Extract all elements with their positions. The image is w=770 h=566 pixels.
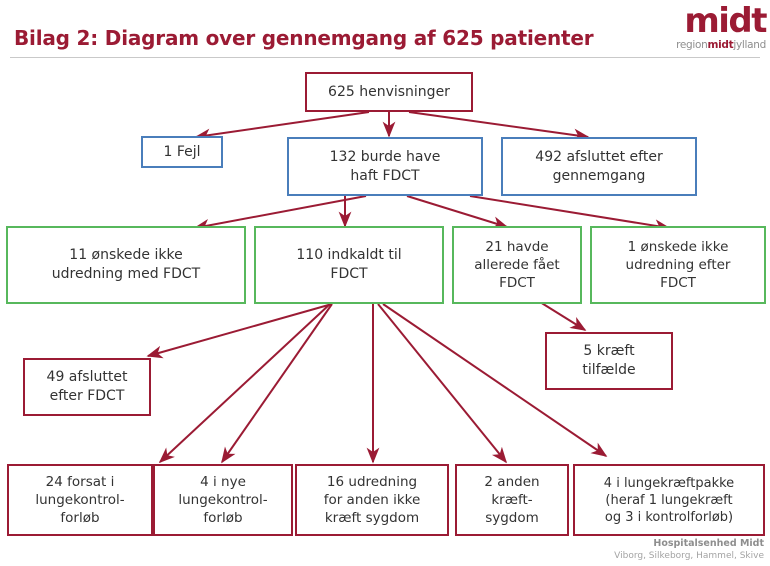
node-label-line-3: sygdom xyxy=(485,510,539,526)
node-label-line-2: udredning efter xyxy=(625,257,731,273)
node-label-line-1: 110 indkaldt til xyxy=(296,247,402,263)
node-label-line-1: 11 ønskede ikke xyxy=(69,247,183,263)
header-divider xyxy=(10,57,760,58)
edge-n7-n9 xyxy=(539,301,587,331)
node-11-oenskede-ikke-udredning-med-fdct[interactable]: 11 ønskede ikke udredning med FDCT xyxy=(6,226,246,304)
edge-n6-n14 xyxy=(377,303,508,464)
node-label-line-2: efter FDCT xyxy=(49,388,125,404)
edge-n6-n10 xyxy=(146,303,333,359)
node-21-havde-allerede-faaet-fdct[interactable]: 21 havde allerede fået FDCT xyxy=(452,226,582,304)
node-label-line-3: FDCT xyxy=(660,275,696,291)
node-label-line-3: forløb xyxy=(60,510,100,526)
logo-subtitle-highlight: midt xyxy=(707,39,734,51)
node-label-line-2: allerede fået xyxy=(474,257,560,273)
edge-n1-n2 xyxy=(194,111,370,142)
node-5-kraeft-tilfaelde[interactable]: 5 kræft tilfælde xyxy=(545,332,673,390)
region-midtjylland-logo: midt regionmidtjylland xyxy=(644,1,767,52)
edge-n1-n4 xyxy=(408,111,590,142)
edge-n6-n11-left xyxy=(158,303,331,464)
node-625-henvisninger[interactable]: 625 henvisninger xyxy=(305,72,473,112)
page-title: Bilag 2: Diagram over gennemgang af 625 … xyxy=(14,26,594,50)
logo-subtitle: regionmidtjylland xyxy=(644,39,766,51)
node-label-line-3: og 3 i kontrolforløb) xyxy=(604,509,734,525)
node-label-line-2: haft FDCT xyxy=(350,167,420,184)
node-label-line-1: 5 kræft xyxy=(583,343,635,359)
node-label-line-2: lungekontrol- xyxy=(178,492,268,508)
node-2-anden-kraeft-sygdom[interactable]: 2 anden kræft- sygdom xyxy=(455,464,569,536)
node-49-afsluttet-efter-fdct[interactable]: 49 afsluttet efter FDCT xyxy=(23,358,151,416)
logo-subtitle-pre: region xyxy=(676,39,708,51)
node-label-line-1: 4 i lungekræftpakke xyxy=(603,475,735,491)
node-label-line-1: 2 anden xyxy=(484,474,540,490)
edge-n3-n5 xyxy=(193,195,367,232)
node-label-line-2: (heraf 1 lungekræft xyxy=(605,492,733,508)
edge-n3-n7 xyxy=(406,195,509,229)
page-footer: Hospitalsenhed Midt Viborg, Silkeborg, H… xyxy=(614,538,764,562)
edge-n6-n11c xyxy=(178,304,330,462)
node-label-line-3: forløb xyxy=(203,510,243,526)
logo-subtitle-post: jylland xyxy=(733,39,766,51)
edge-n3-n8 xyxy=(469,195,671,233)
logo-wordmark: midt xyxy=(684,1,767,41)
node-label-line-1: 1 ønskede ikke xyxy=(627,239,729,255)
node-label-line-2: tilfælde xyxy=(582,362,636,378)
node-label-line-1: 132 burde have xyxy=(329,148,441,165)
node-label-line-2: for anden ikke xyxy=(323,492,421,508)
node-label: 625 henvisninger xyxy=(328,83,450,100)
node-1-oenskede-ikke-udredning-efter-fdct[interactable]: 1 ønskede ikke udredning efter FDCT xyxy=(590,226,766,304)
node-label-line-2: udredning med FDCT xyxy=(51,266,201,282)
node-label-line-2: kræft- xyxy=(491,492,533,508)
node-label-line-3: kræft sygdom xyxy=(324,510,420,526)
node-label-line-1: 16 udredning xyxy=(326,474,418,490)
node-1-fejl[interactable]: 1 Fejl xyxy=(141,136,223,168)
node-132-burde-have-haft-fdct[interactable]: 132 burde have haft FDCT xyxy=(287,137,483,196)
edge-n6-n11 xyxy=(221,303,333,464)
footer-organisation: Hospitalsenhed Midt xyxy=(653,538,764,549)
edge-n6-n11b xyxy=(222,304,332,462)
footer-locations: Viborg, Silkeborg, Hammel, Skive xyxy=(614,551,764,561)
node-24-forsat-i-lungekontrolforloeb[interactable]: 24 forsat i lungekontrol- forløb xyxy=(7,464,153,536)
node-label-line-2: FDCT xyxy=(330,266,368,282)
node-label-line-1: 24 forsat i xyxy=(45,474,115,490)
node-label-line-1: 21 havde xyxy=(485,239,549,255)
node-label-line-3: FDCT xyxy=(499,275,535,291)
node-label: 1 Fejl xyxy=(163,143,201,160)
page-header: Bilag 2: Diagram over gennemgang af 625 … xyxy=(0,0,770,60)
node-492-afsluttet-efter-gennemgang[interactable]: 492 afsluttet efter gennemgang xyxy=(501,137,697,196)
node-4-i-nye-lungekontrolforloeb[interactable]: 4 i nye lungekontrol- forløb xyxy=(153,464,293,536)
node-label-line-1: 4 i nye xyxy=(200,474,246,490)
node-label-line-2: lungekontrol- xyxy=(35,492,125,508)
node-label-line-1: 49 afsluttet xyxy=(46,369,128,385)
node-label-line-2: gennemgang xyxy=(552,167,646,184)
node-16-udredning-for-anden-ikke-kraeft-sygdom[interactable]: 16 udredning for anden ikke kræft sygdom xyxy=(295,464,449,536)
node-110-indkaldt-til-fdct[interactable]: 110 indkaldt til FDCT xyxy=(254,226,444,304)
node-label-line-1: 492 afsluttet efter xyxy=(535,148,663,165)
node-4-i-lungekraeftpakke[interactable]: 4 i lungekræftpakke (heraf 1 lungekræft … xyxy=(573,464,765,536)
